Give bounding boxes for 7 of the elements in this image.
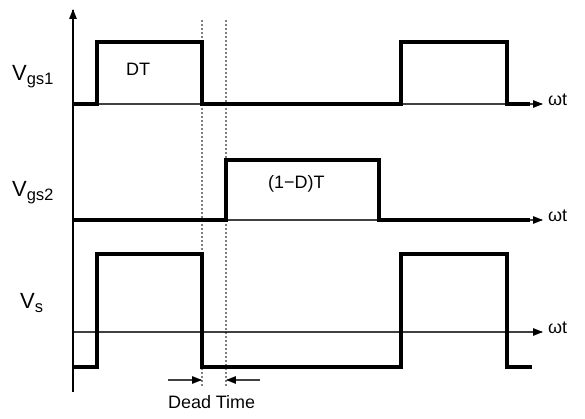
axis-label: ωt <box>548 90 568 108</box>
dead-time-label: Dead Time <box>168 393 256 411</box>
pulse-width-label: (1−D)T <box>268 173 325 191</box>
pulse-width-label: DT <box>126 60 150 78</box>
axis-label: ωt <box>548 206 568 224</box>
signal-name: V$_{s}$ <box>20 290 43 312</box>
axis-label: ωt <box>548 318 568 336</box>
